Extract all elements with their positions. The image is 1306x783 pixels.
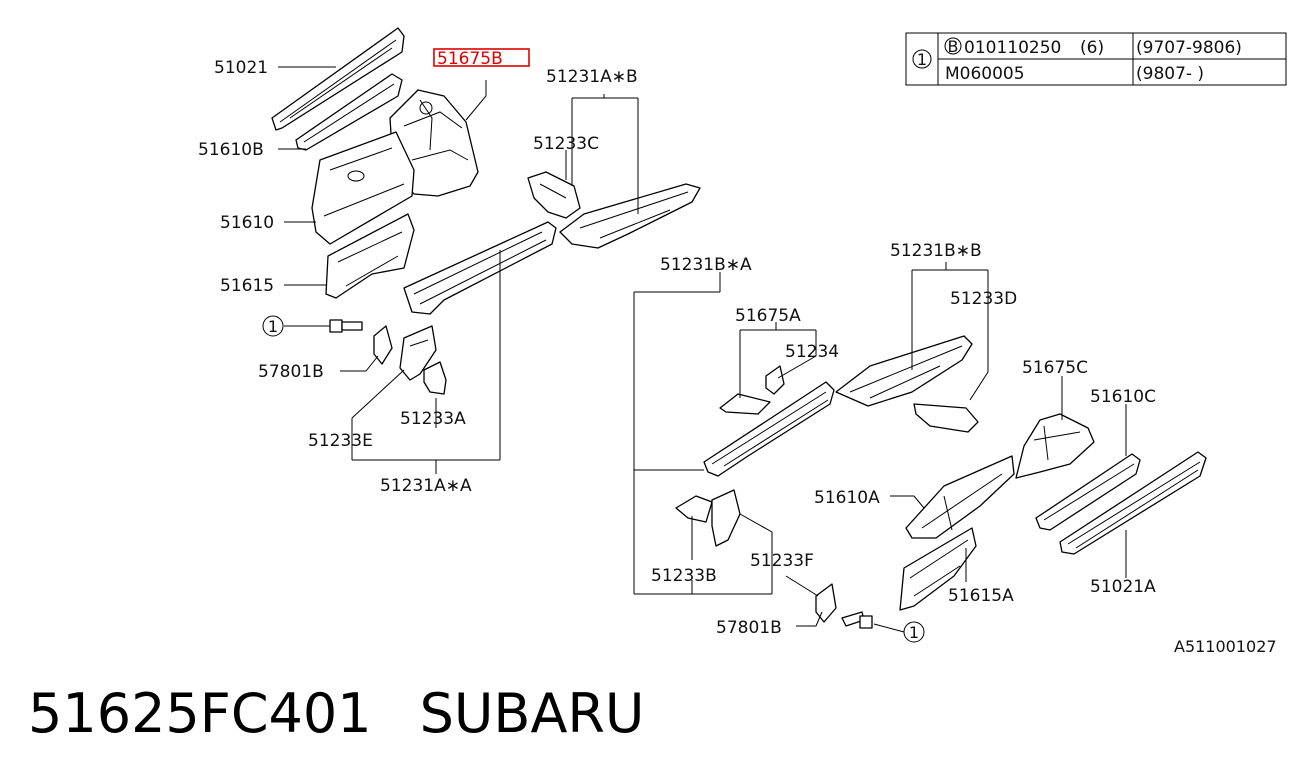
part-51233F-shape[interactable] xyxy=(711,489,741,547)
label-51021A[interactable]: 51021A xyxy=(1090,577,1156,597)
leader-lines xyxy=(278,66,1127,633)
label-51231BA[interactable]: 51231B∗A xyxy=(660,255,752,275)
callout-ref-number: 1 xyxy=(917,50,927,69)
ref-marker-right-icon: 1 xyxy=(903,621,925,643)
part-51231BA-shape[interactable] xyxy=(703,381,835,477)
part-51021-shape[interactable] xyxy=(271,27,405,131)
part-51615-shape[interactable] xyxy=(325,213,415,299)
label-51233A[interactable]: 51233A xyxy=(400,409,466,429)
callout-table: 1 B 010110250 (6) (9707-9806) M060005 (9… xyxy=(905,32,1287,86)
ref-marker-left: 1 xyxy=(268,317,278,336)
bolt-left-icon xyxy=(329,319,363,333)
part-51610-shape[interactable] xyxy=(311,131,415,245)
ref-marker-right: 1 xyxy=(909,623,919,642)
callout-row2-code: M060005 xyxy=(945,64,1025,84)
label-51233B[interactable]: 51233B xyxy=(651,566,717,586)
bolt-right-icon xyxy=(841,611,873,629)
label-51233E[interactable]: 51233E xyxy=(308,431,373,451)
caption: 51625FC401 SUBARU xyxy=(28,682,692,745)
part-51610B-shape[interactable] xyxy=(295,73,403,151)
part-51610A-shape[interactable] xyxy=(905,455,1015,539)
callout-ref-circle xyxy=(912,49,932,69)
label-51610C[interactable]: 51610C xyxy=(1090,387,1156,407)
part-51231AB-shape[interactable] xyxy=(559,183,701,249)
part-57801B-right-shape[interactable] xyxy=(815,583,837,623)
label-57801B-right[interactable]: 57801B xyxy=(716,618,782,638)
callout-row2-range: (9807- ) xyxy=(1136,64,1204,84)
label-51610A[interactable]: 51610A xyxy=(814,488,880,508)
ref-marker-left-icon: 1 xyxy=(262,315,284,337)
part-57801B-left-shape[interactable] xyxy=(373,325,393,365)
label-51675C[interactable]: 51675C xyxy=(1022,358,1088,378)
part-51233A-shape[interactable] xyxy=(423,361,447,395)
callout-row1-qty: (6) xyxy=(1080,38,1104,58)
part-51675C-shape[interactable] xyxy=(1015,413,1095,479)
label-51231AA[interactable]: 51231A∗A xyxy=(380,476,472,496)
label-51615[interactable]: 51615 xyxy=(220,276,274,296)
part-51610C-shape[interactable] xyxy=(1035,453,1141,531)
label-51615A[interactable]: 51615A xyxy=(948,586,1014,606)
caption-part-number: 51625FC401 xyxy=(28,682,372,745)
part-51231AA-shape[interactable] xyxy=(403,221,557,315)
callout-b-marker-circle xyxy=(944,37,962,55)
highlight-box xyxy=(433,48,530,67)
label-51231BB[interactable]: 51231B∗B xyxy=(890,241,982,261)
part-51021A-shape[interactable] xyxy=(1059,451,1207,555)
label-51231AB[interactable]: 51231A∗B xyxy=(546,67,638,87)
part-51233D-shape[interactable] xyxy=(913,403,979,433)
caption-brand: SUBARU xyxy=(419,682,645,745)
part-51233E-shape[interactable] xyxy=(399,325,437,381)
part-51234-shape[interactable] xyxy=(765,365,785,395)
label-51233C[interactable]: 51233C xyxy=(533,134,599,154)
part-51233C-shape[interactable] xyxy=(527,171,581,219)
callout-b-marker: B xyxy=(948,37,959,56)
callout-row1-range: (9707-9806) xyxy=(1136,38,1242,58)
figure-id: A511001027 xyxy=(1174,637,1277,656)
label-57801B-left[interactable]: 57801B xyxy=(258,362,324,382)
label-51234[interactable]: 51234 xyxy=(785,342,839,362)
label-51610[interactable]: 51610 xyxy=(220,213,274,233)
part-51675A-shape[interactable] xyxy=(719,393,771,415)
label-51021[interactable]: 51021 xyxy=(214,58,268,78)
label-51675B-highlighted[interactable]: 51675B xyxy=(437,49,503,69)
label-51675A[interactable]: 51675A xyxy=(735,306,801,326)
part-51615A-shape[interactable] xyxy=(899,527,977,611)
part-51233B-shape[interactable] xyxy=(675,495,713,523)
label-51610B[interactable]: 51610B xyxy=(198,140,264,160)
label-51233F[interactable]: 51233F xyxy=(750,551,814,571)
part-51231BB-shape[interactable] xyxy=(835,335,973,407)
label-51233D[interactable]: 51233D xyxy=(950,289,1017,309)
part-labels: 51021 51610B 51675B 51610 51615 51231A∗B… xyxy=(198,49,1277,656)
callout-row1-code: 010110250 xyxy=(964,38,1061,58)
